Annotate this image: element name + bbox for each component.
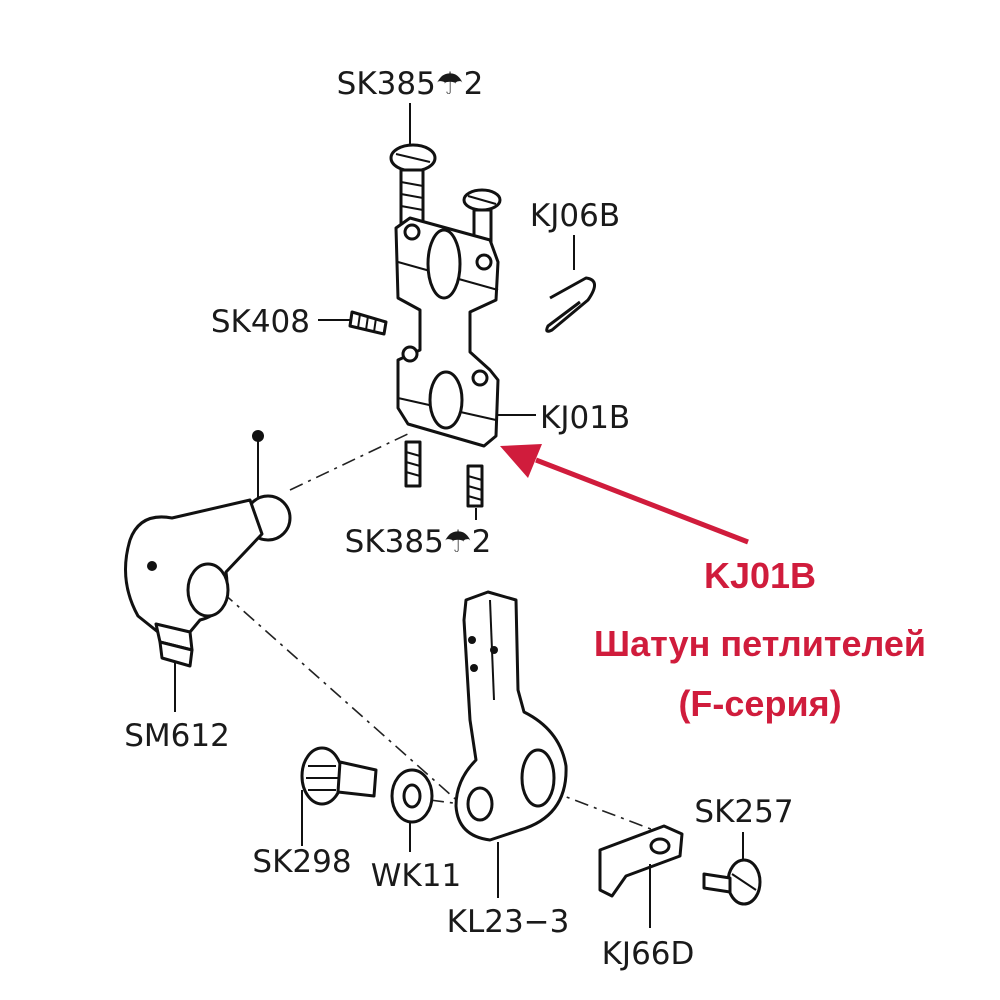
label-wk11: WK11 bbox=[371, 858, 461, 894]
part-kl23-3 bbox=[454, 590, 568, 842]
label-sk385-top: SK385☂2 bbox=[337, 66, 484, 102]
screw-sk257 bbox=[702, 858, 762, 906]
callout-name: Шатун петлителей bbox=[594, 623, 926, 664]
label-kj66d: KJ66D bbox=[602, 936, 695, 972]
part-kj06b-clip bbox=[545, 276, 596, 333]
callout-series: (F-серия) bbox=[678, 683, 841, 724]
screw-sk385-top-left bbox=[389, 143, 437, 228]
part-sm612 bbox=[124, 498, 264, 668]
label-sk257: SK257 bbox=[694, 794, 793, 830]
callout-arrow bbox=[500, 444, 749, 545]
label-kl23-3: KL23−3 bbox=[447, 904, 570, 940]
label-sk298: SK298 bbox=[252, 844, 351, 880]
leader-lines bbox=[174, 103, 744, 928]
label-sk408: SK408 bbox=[211, 304, 310, 340]
label-sk385-bottom: SK385☂2 bbox=[345, 524, 492, 560]
label-kj01b: KJ01B bbox=[540, 400, 630, 436]
part-kj01b-rod bbox=[394, 216, 500, 448]
callout-code: KJ01B bbox=[704, 555, 816, 596]
screw-sk298 bbox=[300, 746, 378, 806]
washer-wk11 bbox=[390, 768, 434, 824]
screw-sk408 bbox=[348, 310, 388, 336]
part-kj66d bbox=[598, 824, 684, 898]
label-sm612: SM612 bbox=[124, 718, 230, 754]
label-kj06b: KJ06B bbox=[530, 198, 620, 234]
screw-sk385-bottom-left bbox=[404, 440, 422, 488]
screw-sk385-bottom-right bbox=[466, 464, 484, 508]
